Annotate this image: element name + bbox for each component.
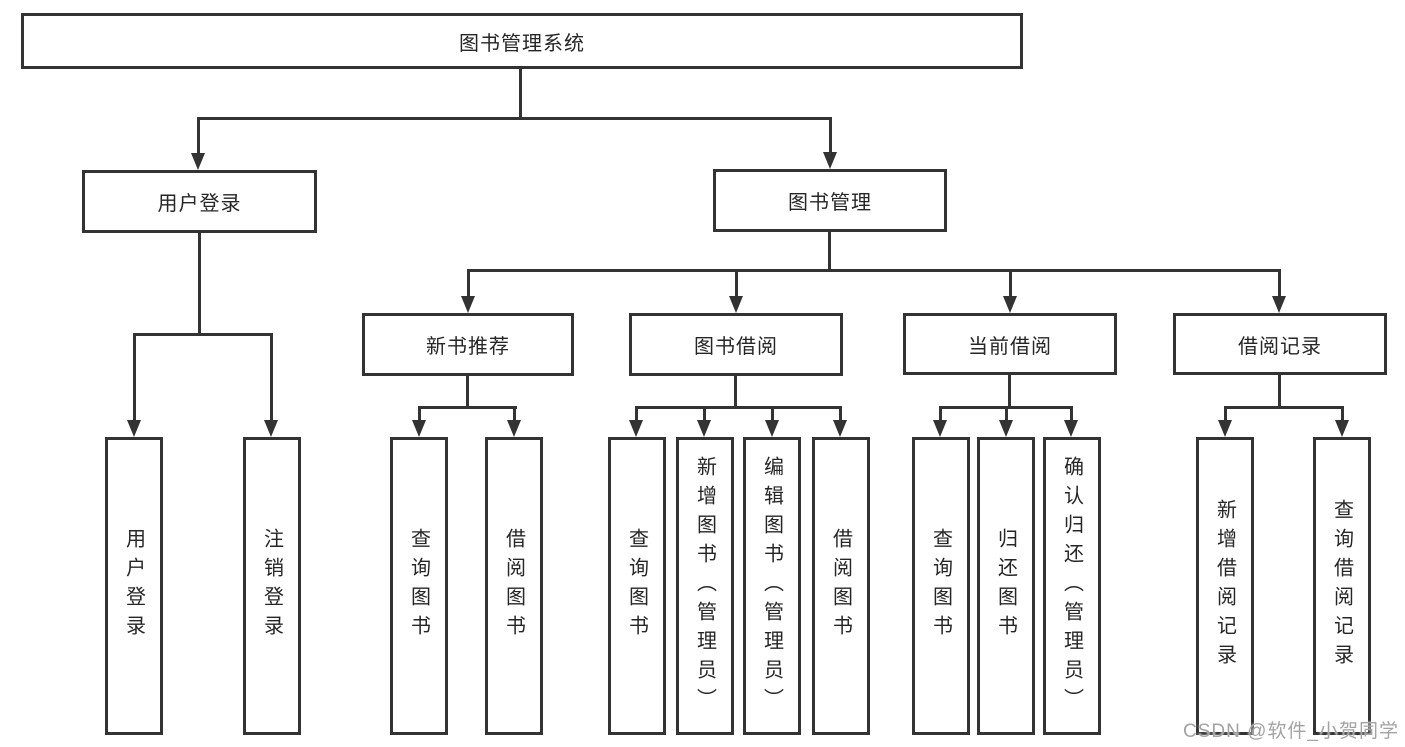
connector-newbookrec-stem [466,376,469,408]
connector-stem-current-borrow [1009,269,1012,298]
node-label: 归还图书 [994,528,1017,644]
node-label: 新增借阅记录 [1213,499,1236,673]
node-leaf-edit-book-admin: 编辑图书（管理员） [743,437,801,735]
connector-bookborrow-stem [734,376,737,408]
arrowhead-user-login [191,153,205,170]
node-user-login: 用户登录 [82,170,317,233]
node-label: 查询图书 [625,528,648,644]
node-label: 借阅图书 [502,528,525,644]
node-new-book-recommendation: 新书推荐 [362,313,574,376]
node-label: 注销登录 [260,528,283,644]
node-book-management: 图书管理 [713,169,947,232]
connector-stem-leaf [1224,406,1227,421]
node-label: 图书借阅 [694,336,778,358]
arrowhead-leaf-query-book-1 [412,420,426,437]
arrowhead-leaf-query-record [1335,420,1349,437]
node-leaf-borrow-book-2: 借阅图书 [812,437,870,735]
connector-bookmgmt-hbar [467,269,1281,272]
arrowhead-leaf-user-login [127,420,141,437]
node-leaf-query-borrow-record: 查询借阅记录 [1313,437,1371,735]
connector-stem-leaf [839,406,842,421]
connector-root-stem [519,69,522,118]
node-label: 借阅记录 [1238,335,1322,358]
node-label: 新增图书（管理员） [693,455,716,717]
connector-userlogin-hbar [133,333,273,336]
connector-borrowrecords-stem [1278,375,1281,408]
arrowhead-new-book-rec [461,296,475,313]
arrowhead-leaf-logout [264,420,278,437]
node-label: 查询图书 [407,528,430,644]
csdn-watermark: CSDN @软件_小贺同学 [1183,721,1399,742]
connector-stem-leaf [635,406,638,421]
connector-stem-leaf [939,406,942,421]
arrowhead-leaf-borrow-book-1 [507,420,521,437]
node-leaf-query-book-1: 查询图书 [390,437,448,735]
node-label: 用户登录 [122,528,145,644]
connector-stem-book-borrow [735,269,738,298]
connector-bookborrow-hbar [635,406,842,409]
connector-stem-leaf [771,406,774,421]
connector-stem-new-book-rec [467,269,470,298]
arrowhead-book-mgmt [823,152,837,169]
node-leaf-return-book: 归还图书 [977,437,1035,735]
connector-stem-book-mgmt [829,117,832,153]
connector-stem-user-login [197,117,200,154]
connector-stem-leaf-logout [270,333,273,421]
arrowhead-leaf-add-book [697,420,711,437]
node-label: 确认归还（管理员） [1060,455,1083,717]
connector-stem-leaf-user-login [133,333,136,421]
node-label: 编辑图书（管理员） [760,455,783,717]
arrowhead-leaf-return-book [999,420,1013,437]
node-label: 图书管理 [788,192,872,214]
arrowhead-leaf-add-record [1218,420,1232,437]
node-label: 借阅图书 [829,528,852,644]
node-leaf-borrow-book-1: 借阅图书 [485,437,543,735]
arrowhead-leaf-query-book-2 [629,420,643,437]
arrowhead-leaf-query-book-3 [933,420,947,437]
connector-root-hbar [197,117,832,120]
connector-borrowrecords-hbar [1224,406,1343,409]
connector-userlogin-stem [198,233,201,335]
node-label: 当前借阅 [968,335,1052,358]
node-current-borrowing: 当前借阅 [903,313,1117,375]
node-book-borrowing: 图书借阅 [629,313,843,376]
arrowhead-borrow-records [1272,296,1286,313]
node-leaf-add-borrow-record: 新增借阅记录 [1196,437,1254,735]
node-label: 新书推荐 [426,336,510,358]
node-label: 用户登录 [157,193,242,215]
connector-bookmgmt-stem [828,232,831,271]
connector-stem-leaf [1005,406,1008,421]
connector-currentborrow-stem [1008,375,1011,408]
arrowhead-leaf-edit-book [765,420,779,437]
node-borrowing-records: 借阅记录 [1173,313,1387,375]
node-leaf-user-login: 用户登录 [105,437,163,735]
node-leaf-confirm-return-admin: 确认归还（管理员） [1043,437,1101,735]
connector-stem-borrow-records [1278,269,1281,298]
connector-stem-leaf [1341,406,1344,421]
connector-stem-leaf [703,406,706,421]
arrowhead-book-borrow [729,296,743,313]
connector-stem-leaf [418,406,421,421]
connector-stem-leaf [513,406,516,421]
node-label: 查询借阅记录 [1330,499,1353,673]
node-label: 图书管理系统 [459,32,585,55]
node-leaf-query-book-3: 查询图书 [912,437,970,735]
arrowhead-current-borrow [1003,296,1017,313]
connector-newbookrec-hbar [418,406,517,409]
arrowhead-leaf-borrow-book-2 [833,420,847,437]
node-leaf-query-book-2: 查询图书 [608,437,666,735]
node-leaf-add-book-admin: 新增图书（管理员） [676,437,734,735]
arrowhead-leaf-confirm-return [1064,420,1078,437]
connector-stem-leaf [1070,406,1073,421]
node-leaf-logout: 注销登录 [243,437,301,735]
node-library-management-system: 图书管理系统 [21,13,1023,69]
node-label: 查询图书 [929,528,952,644]
